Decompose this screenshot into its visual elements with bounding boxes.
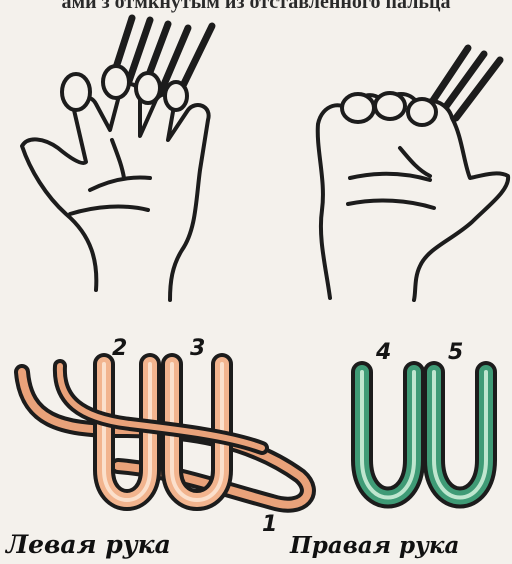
right-hand-illustration (318, 48, 508, 300)
strand-number-2: 2 (112, 336, 127, 361)
right-hand-label: Правая рука (290, 532, 459, 559)
strand-number-3: 3 (190, 336, 205, 361)
right-hand-loops (362, 372, 486, 498)
strand-number-1: 1 (262, 512, 277, 537)
strand-number-4: 4 (376, 340, 391, 365)
left-hand-illustration (22, 18, 212, 300)
left-hand-label: Левая рука (6, 530, 171, 559)
strand-number-5: 5 (448, 340, 463, 365)
left-hand-loops (22, 364, 308, 505)
